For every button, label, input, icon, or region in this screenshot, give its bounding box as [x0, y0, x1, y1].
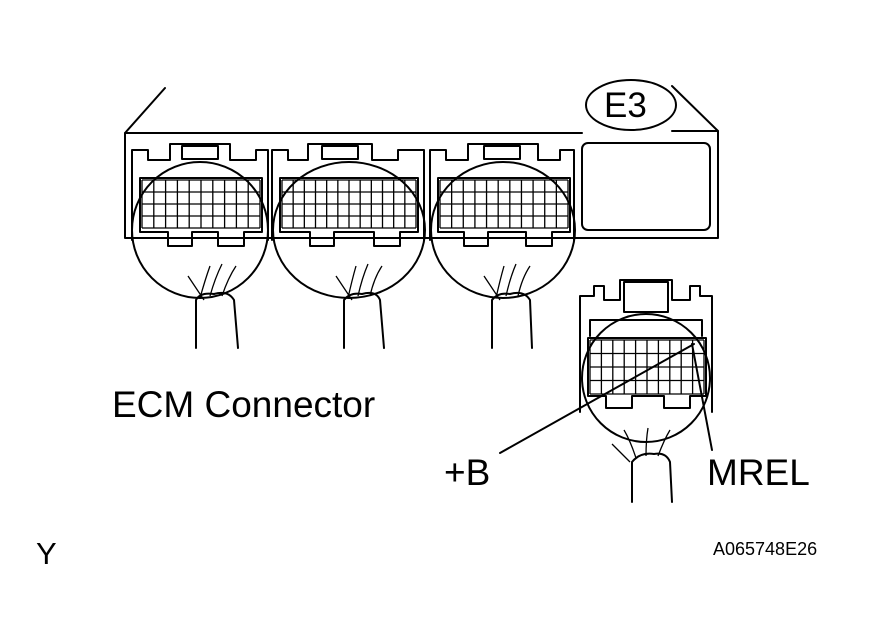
ecm-body	[124, 79, 719, 239]
connector-code-label: E3	[604, 86, 647, 125]
e3-badge	[585, 79, 677, 131]
ecm-slot-1	[131, 143, 269, 299]
terminal-mrel-label: MREL	[707, 452, 810, 493]
ecm-slot-3	[429, 143, 576, 299]
harness-pin-grid	[589, 339, 705, 395]
figure-code-label: A065748E26	[713, 539, 818, 559]
plus-b-leader	[499, 343, 695, 454]
mrel-leader	[691, 343, 713, 451]
ecm-connector-label: ECM Connector	[112, 384, 376, 425]
ecm-empty-socket	[581, 142, 711, 231]
ecm-harness	[187, 263, 533, 349]
harness-connector	[579, 279, 713, 503]
ecm-slot-2	[271, 143, 426, 299]
ecm-pin-grid	[141, 179, 569, 229]
terminal-plus-b-label: +B	[444, 452, 491, 493]
corner-code-label: Y	[36, 536, 57, 571]
